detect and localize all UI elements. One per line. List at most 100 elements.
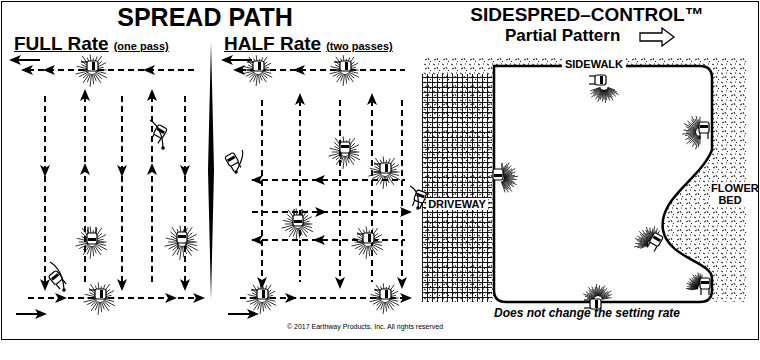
section-note: (two passes) bbox=[326, 40, 393, 52]
spreader-icon bbox=[412, 190, 427, 209]
arrow-head bbox=[80, 89, 90, 101]
spread-burst bbox=[370, 283, 400, 314]
spread-path-line bbox=[121, 96, 123, 284]
section-heading: HALF Rate bbox=[224, 34, 321, 55]
spread-path-line bbox=[151, 96, 153, 284]
arrow-head bbox=[147, 163, 157, 175]
direction-arrow bbox=[228, 59, 252, 61]
arrow-head bbox=[313, 235, 325, 245]
spread-path-line bbox=[28, 69, 198, 71]
spreader-icon bbox=[700, 278, 710, 295]
arrow-head bbox=[55, 293, 67, 303]
arrow-head bbox=[9, 55, 21, 65]
note: Does not change the setting rate bbox=[494, 307, 680, 320]
spread-burst bbox=[165, 226, 198, 260]
spread-path-line bbox=[299, 100, 301, 282]
spread-path-line bbox=[44, 96, 46, 284]
arrow-head bbox=[147, 89, 157, 101]
spreader-icon bbox=[699, 122, 709, 139]
spreader-icon bbox=[87, 227, 97, 244]
spread-burst bbox=[76, 226, 108, 259]
spread-burst bbox=[352, 226, 384, 259]
spreader-icon bbox=[340, 142, 350, 159]
arrow-head bbox=[247, 309, 259, 319]
sub-heading: Partial Pattern bbox=[505, 27, 620, 46]
turn-arrow bbox=[410, 186, 418, 208]
spreader-icon bbox=[493, 163, 503, 180]
spreader-icon bbox=[334, 61, 351, 71]
area-label: DRIVEWAY bbox=[426, 198, 488, 210]
spread-path-line bbox=[84, 96, 86, 284]
arrow-head bbox=[80, 163, 90, 175]
area-label: FLOWER BED bbox=[711, 182, 749, 206]
title: SPREAD PATH bbox=[117, 4, 292, 32]
spreader-icon bbox=[357, 233, 374, 243]
turn-arrow bbox=[50, 262, 64, 290]
arrow-head bbox=[335, 277, 345, 289]
spread-path-line bbox=[184, 96, 186, 284]
spread-burst bbox=[369, 156, 401, 189]
spread-burst bbox=[243, 55, 273, 86]
direction-arrow bbox=[16, 59, 40, 61]
spread-path-line bbox=[401, 100, 403, 282]
section-note: (one pass) bbox=[114, 40, 169, 52]
spread-path-line bbox=[261, 100, 263, 282]
spread-burst bbox=[76, 54, 108, 87]
arrow-head bbox=[295, 93, 305, 105]
arrow-head bbox=[257, 277, 267, 289]
arrow-head bbox=[40, 279, 50, 291]
spreader-icon bbox=[247, 61, 264, 71]
spread-burst bbox=[590, 87, 618, 103]
section-heading: FULL Rate bbox=[14, 34, 109, 55]
spreader-icon bbox=[589, 75, 606, 85]
arrow-head bbox=[285, 293, 297, 303]
arrow-head bbox=[367, 93, 377, 105]
spreader-icon bbox=[225, 152, 242, 172]
arrow-head bbox=[40, 165, 50, 177]
spreader-icon bbox=[374, 289, 391, 299]
spreader-icon bbox=[374, 163, 391, 173]
arrow-head bbox=[21, 65, 33, 75]
spreader-icon bbox=[646, 232, 663, 252]
brand-name: SIDESPRED–CONTROL™ bbox=[470, 5, 703, 26]
arrow-head bbox=[180, 165, 190, 177]
spreader-icon bbox=[251, 289, 268, 299]
arrow-head bbox=[165, 293, 177, 303]
spread-path-line bbox=[339, 100, 341, 282]
spread-burst bbox=[330, 55, 360, 86]
spread-burst bbox=[501, 163, 518, 193]
spreader-icon bbox=[89, 289, 106, 299]
turn-arrow bbox=[150, 120, 163, 148]
arrow-head bbox=[43, 65, 55, 75]
spread-burst bbox=[583, 284, 612, 299]
spreader-icon bbox=[150, 124, 167, 144]
arrow-head bbox=[400, 293, 412, 303]
turn-arrow bbox=[236, 150, 243, 172]
spread-path-line bbox=[252, 211, 405, 213]
arrow-head bbox=[313, 175, 325, 185]
area-label: SIDEWALK bbox=[562, 58, 626, 70]
spread-burst bbox=[282, 208, 314, 241]
arrow-head bbox=[397, 277, 407, 289]
arrow-head bbox=[315, 207, 327, 217]
spreader-icon bbox=[177, 232, 187, 249]
spread-burst bbox=[84, 282, 116, 315]
arrow-head bbox=[180, 279, 190, 291]
spread-burst bbox=[247, 283, 277, 314]
spread-burst bbox=[329, 136, 361, 169]
arrow-head bbox=[221, 55, 233, 65]
spread-burst bbox=[682, 116, 700, 150]
direction-arrow bbox=[16, 313, 40, 315]
spreader-icon bbox=[81, 61, 98, 71]
copyright: © 2017 Earthway Products, Inc. All right… bbox=[287, 323, 443, 331]
arrow-head bbox=[117, 279, 127, 291]
spreader-icon bbox=[293, 209, 303, 226]
spread-path-line bbox=[252, 239, 405, 241]
arrow-head bbox=[35, 309, 47, 319]
arrow-head bbox=[117, 165, 127, 177]
arrow-head bbox=[143, 65, 155, 75]
direction-arrow bbox=[228, 313, 252, 315]
arrow-head bbox=[193, 293, 205, 303]
